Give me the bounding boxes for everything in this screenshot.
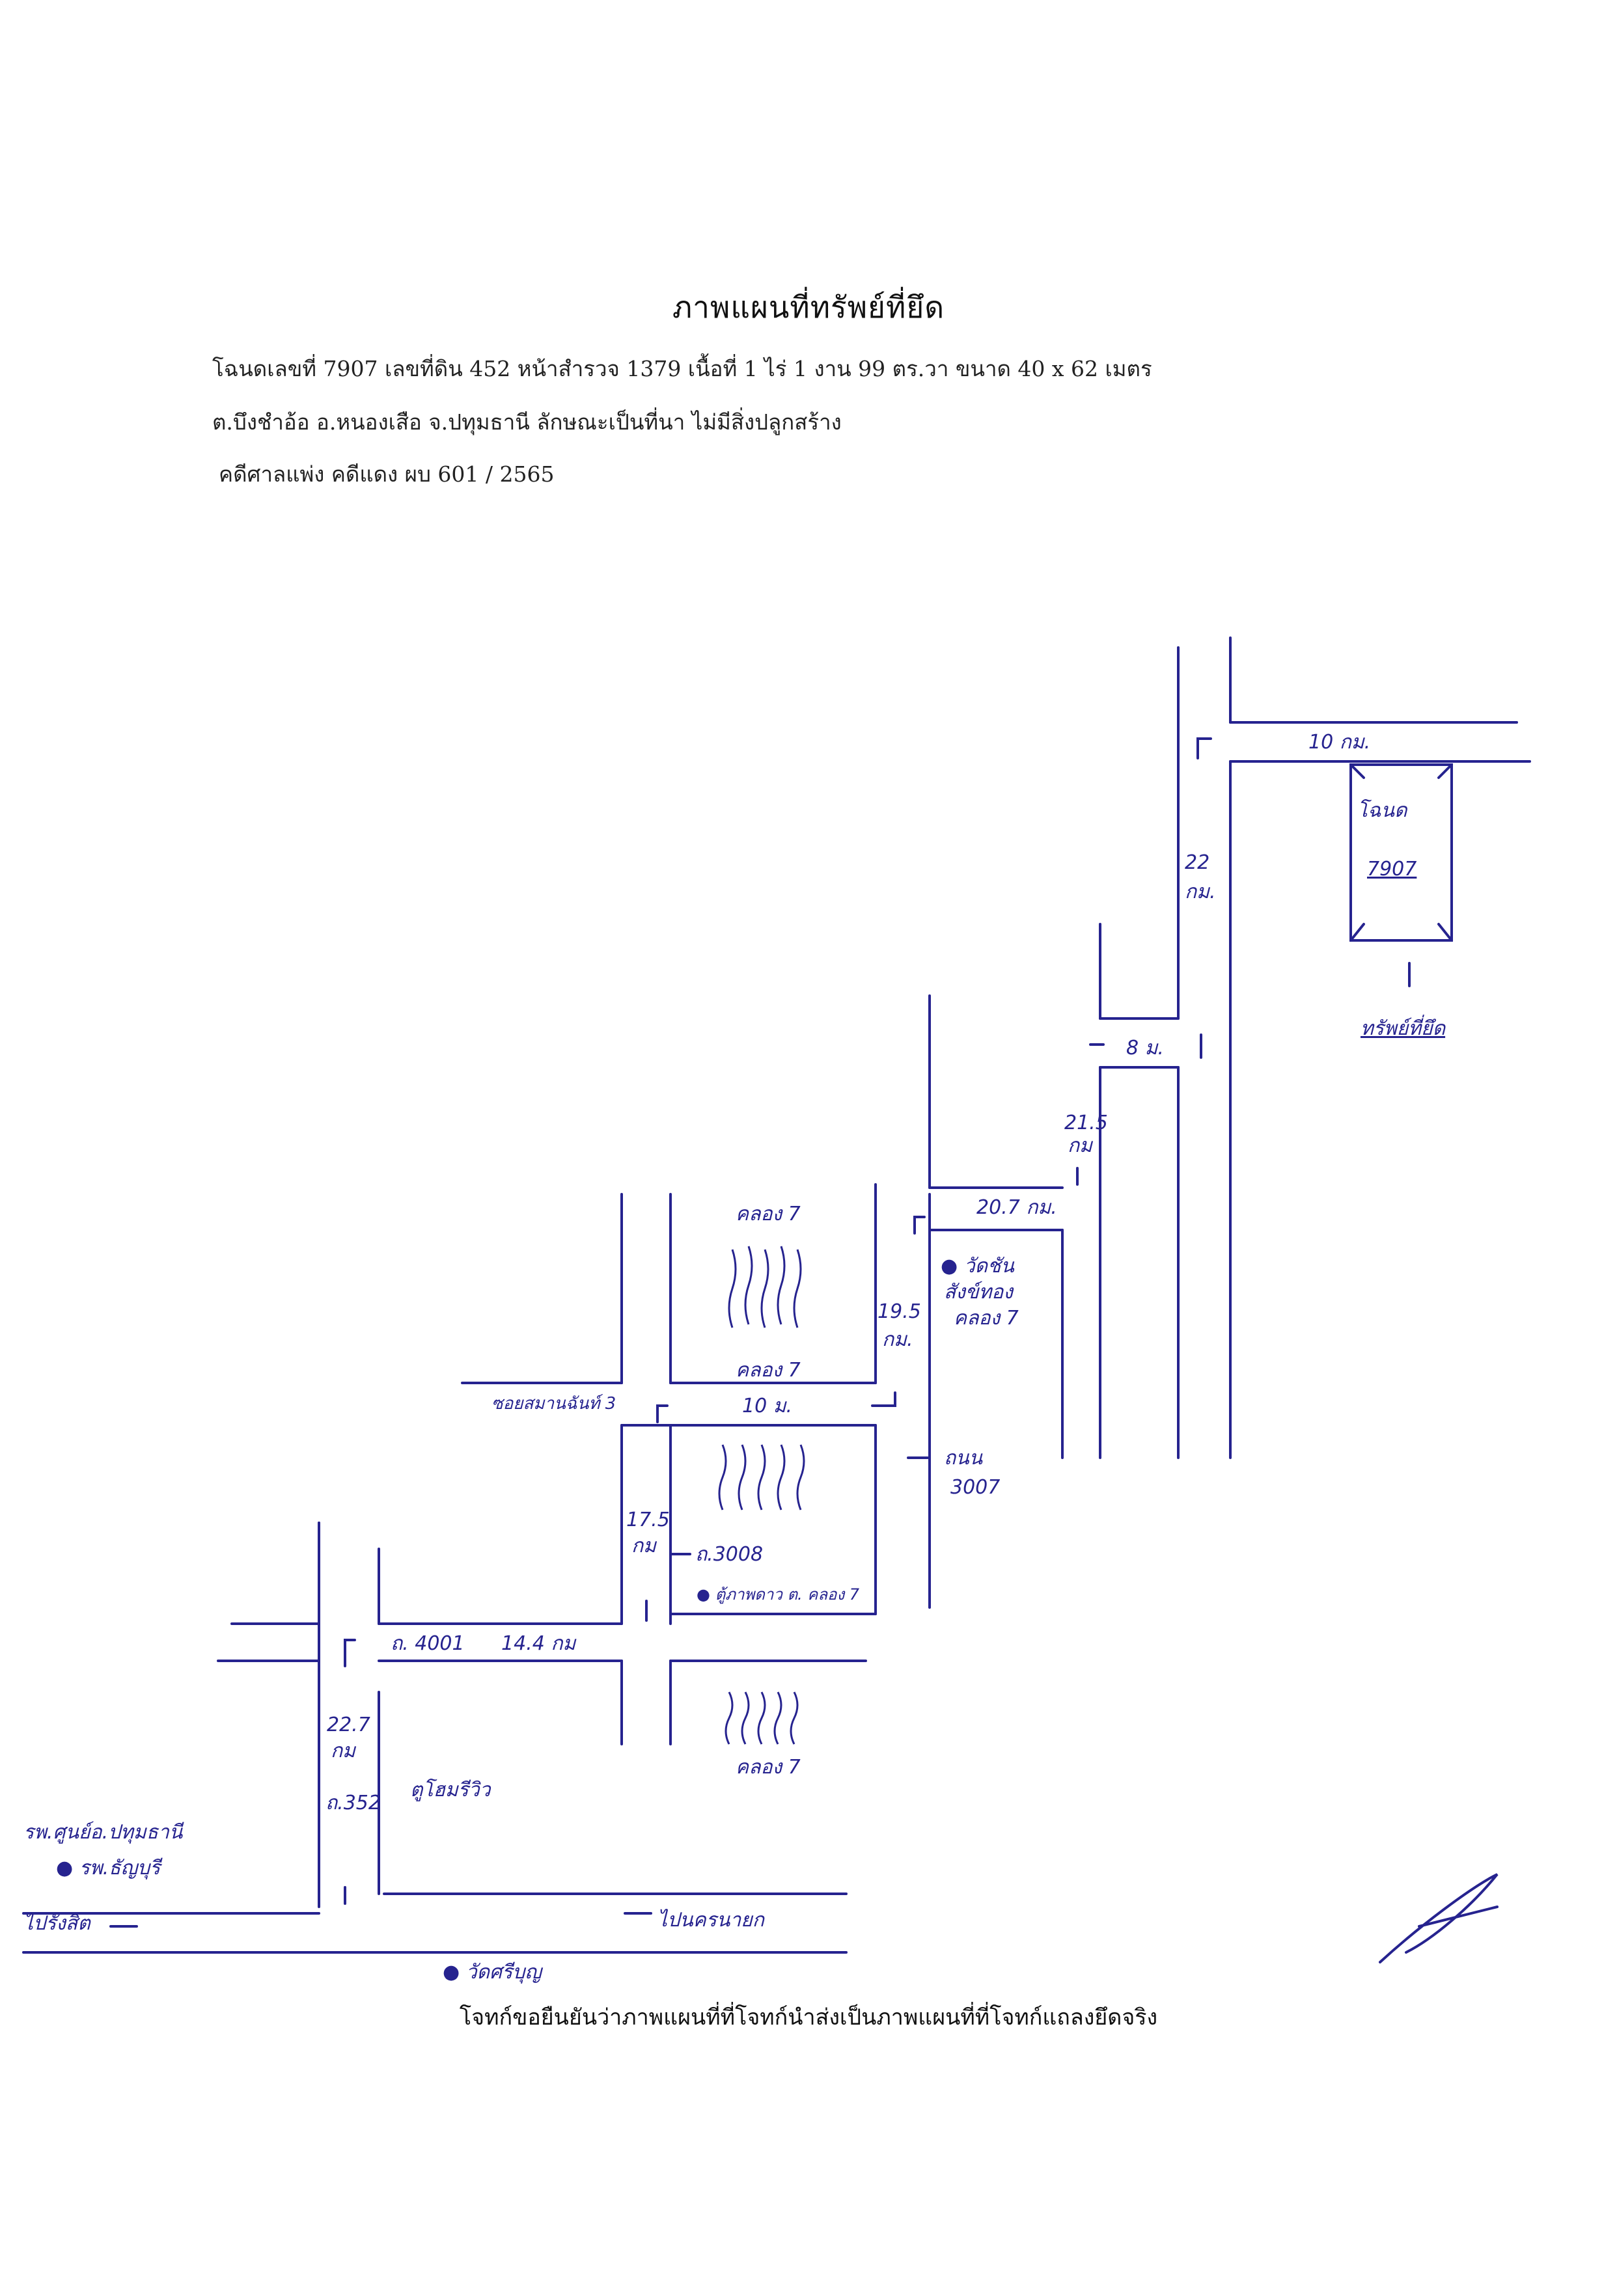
label-soi-3: ซอยสมานฉันท์ 3 bbox=[491, 1394, 616, 1414]
document-footer: โจทก์ขอยืนยันว่าภาพแผนที่ที่โจทก์นำส่งเป… bbox=[459, 2004, 1158, 2030]
label-place-center: ตูโฮมรีวิว bbox=[410, 1778, 492, 1801]
label-road-352: ถ.352 bbox=[325, 1792, 381, 1814]
label-unit-km-4: กม bbox=[1068, 1134, 1094, 1157]
label-place-temple: ● วัดชัน bbox=[941, 1255, 1015, 1278]
label-place-3008: ● ตู้ภาพดาว ต. คลอง 7 bbox=[697, 1585, 860, 1604]
label-dist-19-5: 19.5 bbox=[878, 1300, 921, 1323]
label-road-3007-num: 3007 bbox=[950, 1476, 1000, 1499]
label-dist-20-7: 20.7 กม. bbox=[976, 1196, 1057, 1219]
location-line: ต.บึงชำอ้อ อ.หนองเสือ จ.ปทุมธานี ลักษณะเ… bbox=[212, 409, 842, 435]
case-number-line: คดีศาลแพ่ง คดีแดง ผบ 601 / 2565 bbox=[219, 461, 555, 487]
label-plot-number: 7907 bbox=[1367, 858, 1417, 881]
label-canal-2: คลอง 7 bbox=[736, 1359, 801, 1382]
label-place-temple-2: สังข์ทอง bbox=[944, 1281, 1014, 1304]
label-road-3008: ถ.3008 bbox=[695, 1543, 763, 1566]
label-canal-3: คลอง 7 bbox=[736, 1756, 801, 1779]
label-place-temple-3: คลอง 7 bbox=[954, 1307, 1019, 1330]
signature-stroke bbox=[1379, 1873, 1499, 1963]
road-lines bbox=[22, 636, 1531, 1963]
label-unit-km-3: กม. bbox=[882, 1328, 913, 1351]
label-road-3007: ถนน bbox=[944, 1447, 984, 1469]
label-canal-1: คลอง 7 bbox=[736, 1203, 801, 1225]
label-place-bottom: ● วัดศรีบุญ bbox=[443, 1961, 543, 1984]
document-title: ภาพแผนที่ทรัพย์ที่ยึด bbox=[672, 290, 945, 325]
label-dist-22: 22 bbox=[1185, 851, 1209, 874]
label-plot: โฉนด bbox=[1357, 799, 1408, 822]
label-dist-10: 10 ม. bbox=[742, 1395, 792, 1417]
label-unit-km-5: กม. bbox=[1185, 881, 1215, 903]
label-place-left-top: รพ.ศูนย์อ.ปทุมธานี bbox=[23, 1821, 184, 1844]
label-unit-km-1: กม bbox=[331, 1740, 357, 1762]
label-dist-10-top: 10 กม. bbox=[1308, 731, 1370, 754]
label-dir-right: ไปนครนายก bbox=[657, 1909, 766, 1932]
label-dir-left: ไปรังสิต bbox=[23, 1912, 91, 1935]
label-dist-22-7: 22.7 bbox=[327, 1714, 370, 1736]
deed-details-line: โฉนดเลขที่ 7907 เลขที่ดิน 452 หน้าสำรวจ … bbox=[212, 356, 1152, 381]
label-plot-target: ทรัพย์ที่ยึด bbox=[1361, 1015, 1446, 1040]
plot-boundary bbox=[1349, 763, 1453, 942]
label-road-4001: ถ. 4001 bbox=[391, 1632, 465, 1655]
map-labels: ถ. 4001 14.4 กม 22.7 กม ถ.352 รพ.ศูนย์อ.… bbox=[23, 731, 1446, 1984]
plants bbox=[718, 1246, 805, 1745]
label-dist-8: 8 ม. bbox=[1126, 1037, 1164, 1059]
label-dist-14-4: 14.4 กม bbox=[501, 1632, 577, 1655]
label-dist-21-5: 21.5 bbox=[1064, 1112, 1108, 1134]
label-unit-km-2: กม bbox=[631, 1535, 657, 1557]
label-place-left-bottom: ● รพ.ธัญบุรี bbox=[56, 1857, 163, 1879]
label-dist-17-5: 17.5 bbox=[626, 1509, 670, 1531]
